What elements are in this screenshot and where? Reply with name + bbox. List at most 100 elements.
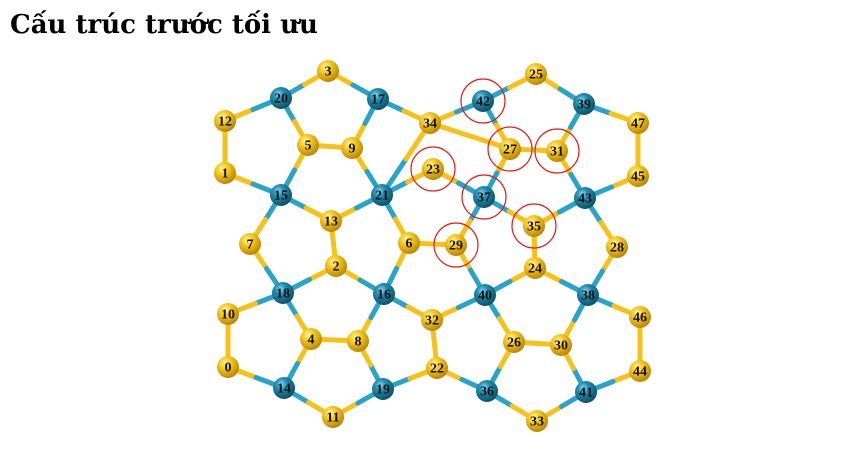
atom-sphere-34 — [419, 112, 441, 134]
atom-23: 23 — [422, 158, 444, 180]
atom-10: 10 — [217, 303, 239, 325]
atom-label-39: 39 — [577, 98, 591, 113]
atom-label-30: 30 — [554, 339, 568, 354]
atom-label-2: 2 — [333, 260, 340, 275]
atom-sphere-21 — [371, 184, 393, 206]
atom-2: 2 — [325, 255, 347, 277]
atom-label-28: 28 — [610, 241, 624, 256]
atom-1: 1 — [214, 162, 236, 184]
atom-sphere-38 — [577, 284, 599, 306]
atom-label-13: 13 — [324, 215, 338, 230]
atom-label-47: 47 — [631, 117, 645, 132]
atom-sphere-26 — [503, 331, 525, 353]
atom-41: 41 — [575, 381, 597, 403]
highlight-circle-42 — [460, 78, 506, 124]
atom-label-11: 11 — [326, 411, 339, 426]
atom-label-45: 45 — [631, 170, 645, 185]
atom-22: 22 — [426, 357, 448, 379]
atom-sphere-20 — [270, 87, 292, 109]
atom-40: 40 — [474, 284, 496, 306]
atom-7: 7 — [239, 233, 261, 255]
atom-label-1: 1 — [222, 167, 229, 182]
atom-sphere-46 — [629, 306, 651, 328]
atom-44: 44 — [629, 360, 651, 382]
atom-sphere-12 — [214, 110, 236, 132]
atom-sphere-9 — [341, 137, 363, 159]
atom-label-41: 41 — [579, 386, 593, 401]
atom-sphere-5 — [297, 134, 319, 156]
atom-29: 29 — [445, 234, 467, 256]
atom-label-40: 40 — [478, 289, 492, 304]
atom-17: 17 — [367, 88, 389, 110]
atom-label-15: 15 — [274, 189, 288, 204]
atom-label-20: 20 — [274, 92, 288, 107]
atom-label-18: 18 — [276, 287, 290, 302]
atom-sphere-23 — [422, 158, 444, 180]
atom-sphere-27 — [499, 138, 521, 160]
atom-label-32: 32 — [425, 314, 439, 329]
atom-label-5: 5 — [305, 139, 312, 154]
atom-sphere-6 — [398, 232, 420, 254]
atom-sphere-14 — [273, 377, 295, 399]
atom-sphere-31 — [546, 140, 568, 162]
atom-sphere-16 — [373, 283, 395, 305]
atom-19: 19 — [372, 378, 394, 400]
atom-sphere-2 — [325, 255, 347, 277]
atom-sphere-7 — [239, 233, 261, 255]
atom-42: 42 — [472, 90, 494, 112]
atom-label-10: 10 — [221, 308, 235, 323]
atom-0: 0 — [217, 356, 239, 378]
atom-label-8: 8 — [355, 335, 362, 350]
highlight-circle-23 — [410, 146, 456, 192]
atom-label-16: 16 — [377, 288, 391, 303]
atom-28: 28 — [606, 236, 628, 258]
atom-sphere-42 — [472, 90, 494, 112]
atom-sphere-11 — [322, 406, 344, 428]
atom-sphere-47 — [627, 112, 649, 134]
atom-label-6: 6 — [406, 237, 413, 252]
atom-label-29: 29 — [449, 239, 463, 254]
atoms-layer: 0123456789101112131415161718192021222324… — [214, 60, 651, 432]
atom-24: 24 — [524, 257, 546, 279]
atom-sphere-1 — [214, 162, 236, 184]
atom-label-44: 44 — [633, 365, 647, 380]
atom-38: 38 — [577, 284, 599, 306]
atom-label-3: 3 — [325, 65, 332, 80]
atom-label-46: 46 — [633, 311, 647, 326]
highlight-layer — [410, 78, 580, 268]
atom-label-37: 37 — [477, 191, 491, 206]
atom-15: 15 — [270, 184, 292, 206]
atom-sphere-43 — [574, 187, 596, 209]
atom-18: 18 — [272, 282, 294, 304]
atom-21: 21 — [371, 184, 393, 206]
atom-label-4: 4 — [308, 333, 315, 348]
atom-label-22: 22 — [430, 362, 444, 377]
atom-sphere-33 — [526, 410, 548, 432]
atom-30: 30 — [550, 334, 572, 356]
atom-label-24: 24 — [528, 262, 542, 277]
atom-label-12: 12 — [218, 115, 232, 130]
atom-32: 32 — [421, 309, 443, 331]
atom-label-43: 43 — [578, 192, 592, 207]
atom-26: 26 — [503, 331, 525, 353]
atom-label-33: 33 — [530, 415, 544, 430]
atom-sphere-29 — [445, 234, 467, 256]
atom-sphere-35 — [523, 215, 545, 237]
atom-5: 5 — [297, 134, 319, 156]
atom-3: 3 — [317, 60, 339, 82]
atom-37: 37 — [473, 186, 495, 208]
atom-39: 39 — [573, 93, 595, 115]
atom-36: 36 — [476, 380, 498, 402]
highlight-circle-35 — [511, 203, 557, 249]
atom-label-17: 17 — [371, 93, 385, 108]
atom-46: 46 — [629, 306, 651, 328]
atom-sphere-8 — [347, 330, 369, 352]
atom-sphere-3 — [317, 60, 339, 82]
atom-sphere-18 — [272, 282, 294, 304]
atom-sphere-10 — [217, 303, 239, 325]
atom-sphere-19 — [372, 378, 394, 400]
highlight-circle-31 — [534, 128, 580, 174]
atom-sphere-36 — [476, 380, 498, 402]
atom-27: 27 — [499, 138, 521, 160]
